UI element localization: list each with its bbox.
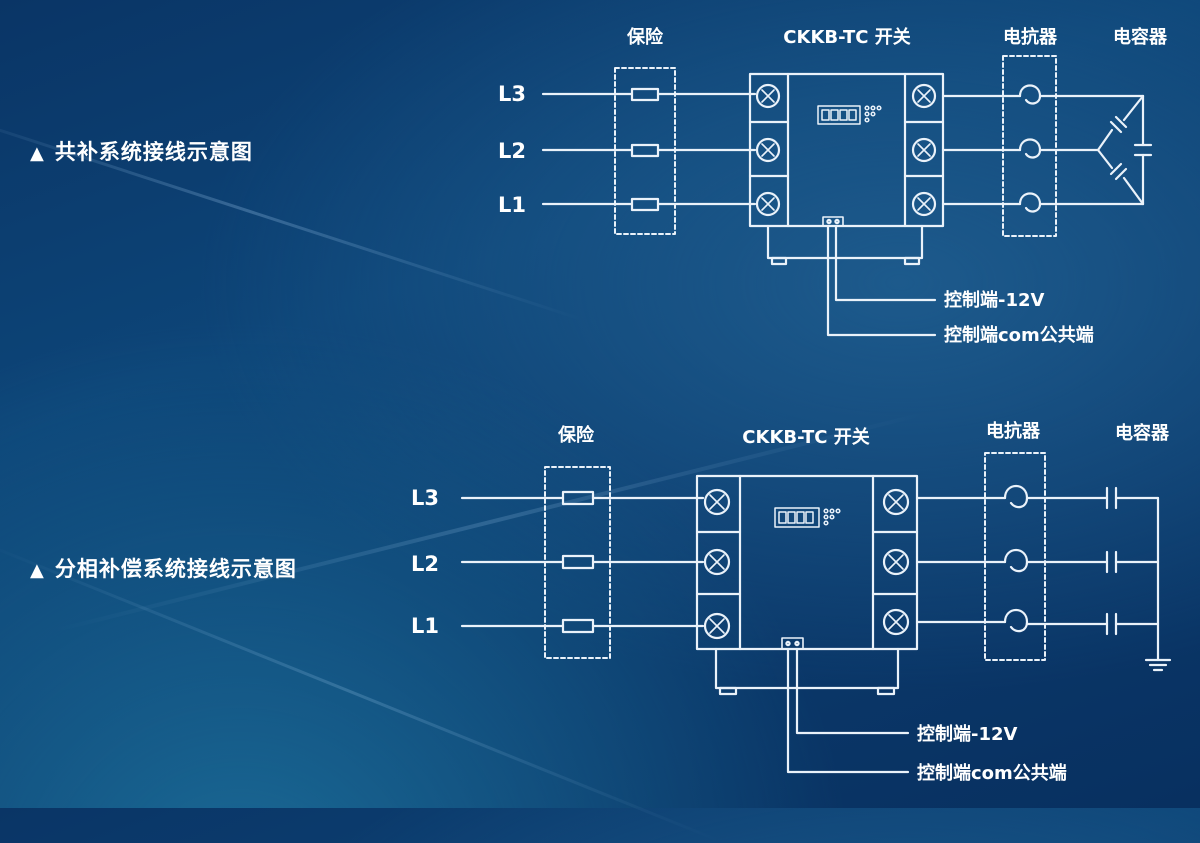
terminal-icon	[755, 191, 781, 217]
reactor-group	[1002, 55, 1057, 237]
diagram2-line-label: L2	[411, 552, 439, 576]
fuse-group	[544, 466, 611, 659]
terminal-icon	[755, 137, 781, 163]
terminal-icon	[882, 548, 910, 576]
diagram1: 保险 CKKB-TC 开关 电抗器 电容器 L3 L2 L1	[498, 26, 1168, 346]
terminal-icon	[703, 612, 731, 640]
diagram1-switch-label: CKKB-TC 开关	[783, 26, 910, 48]
diagram2-fuse-label: 保险	[557, 424, 595, 446]
diagram1-line-label: L3	[498, 82, 526, 106]
reactor-coil-icon	[1003, 484, 1029, 509]
reactor-coil-icon	[1003, 548, 1029, 573]
reactor-group	[984, 452, 1046, 661]
fuse	[561, 554, 595, 570]
terminal-icon	[755, 83, 781, 109]
fuse	[561, 618, 595, 634]
fuse	[630, 197, 660, 212]
capacitor-bank	[1105, 486, 1160, 662]
diagram1-capacitor-label: 电容器	[1113, 26, 1168, 48]
diagram1-line-label: L1	[498, 193, 526, 217]
fuse	[561, 490, 595, 506]
wiring-diagrams: 保险 CKKB-TC 开关 电抗器 电容器 L3 L2 L1	[411, 26, 1172, 784]
terminal-icon	[882, 488, 910, 516]
diagram1-fuse-label: 保险	[626, 26, 664, 48]
diagram1-line-label: L2	[498, 139, 526, 163]
control-connector	[781, 637, 804, 650]
fuse	[630, 87, 660, 102]
diagram2-title: ▲ 分相补偿系统接线示意图	[30, 553, 297, 583]
terminal-icon	[703, 488, 731, 516]
diagram2: 保险 CKKB-TC 开关 电抗器 电容器 L3 L2 L1	[411, 420, 1172, 784]
diagram2-reactor-label: 电抗器	[986, 420, 1041, 442]
triangle-icon: ▲	[30, 143, 45, 164]
terminal-icon	[703, 548, 731, 576]
terminal-icon	[911, 83, 937, 109]
diagram1-control-12v: 控制端-12V	[944, 289, 1045, 311]
reactor-coil-icon	[1018, 192, 1042, 213]
diagram2-control-12v: 控制端-12V	[917, 723, 1018, 745]
diagram1-reactor-label: 电抗器	[1003, 26, 1058, 48]
diagram2-line-label: L3	[411, 486, 439, 510]
control-connector	[822, 216, 844, 227]
reactor-coil-icon	[1018, 84, 1042, 105]
diagram2-capacitor-label: 电容器	[1115, 422, 1170, 444]
display-panel-icon	[817, 105, 882, 125]
ground-icon	[1144, 658, 1172, 672]
fuse	[630, 143, 660, 158]
reactor-coil-icon	[1003, 608, 1029, 633]
diagram1-title-text: 共补系统接线示意图	[54, 140, 253, 164]
diagram1-control-com: 控制端com公共端	[944, 324, 1094, 346]
terminal-icon	[911, 137, 937, 163]
display-panel-icon	[774, 507, 841, 528]
triangle-icon: ▲	[30, 560, 45, 581]
capacitor-delta	[1096, 94, 1153, 206]
fuse-group	[614, 67, 676, 235]
diagram2-switch-label: CKKB-TC 开关	[742, 426, 869, 448]
reactor-coil-icon	[1018, 138, 1042, 159]
diagram1-title: ▲ 共补系统接线示意图	[30, 136, 253, 166]
diagram2-line-label: L1	[411, 614, 439, 638]
diagram2-title-text: 分相补偿系统接线示意图	[54, 557, 297, 581]
terminal-icon	[882, 608, 910, 636]
diagram2-control-com: 控制端com公共端	[917, 762, 1067, 784]
terminal-icon	[911, 191, 937, 217]
